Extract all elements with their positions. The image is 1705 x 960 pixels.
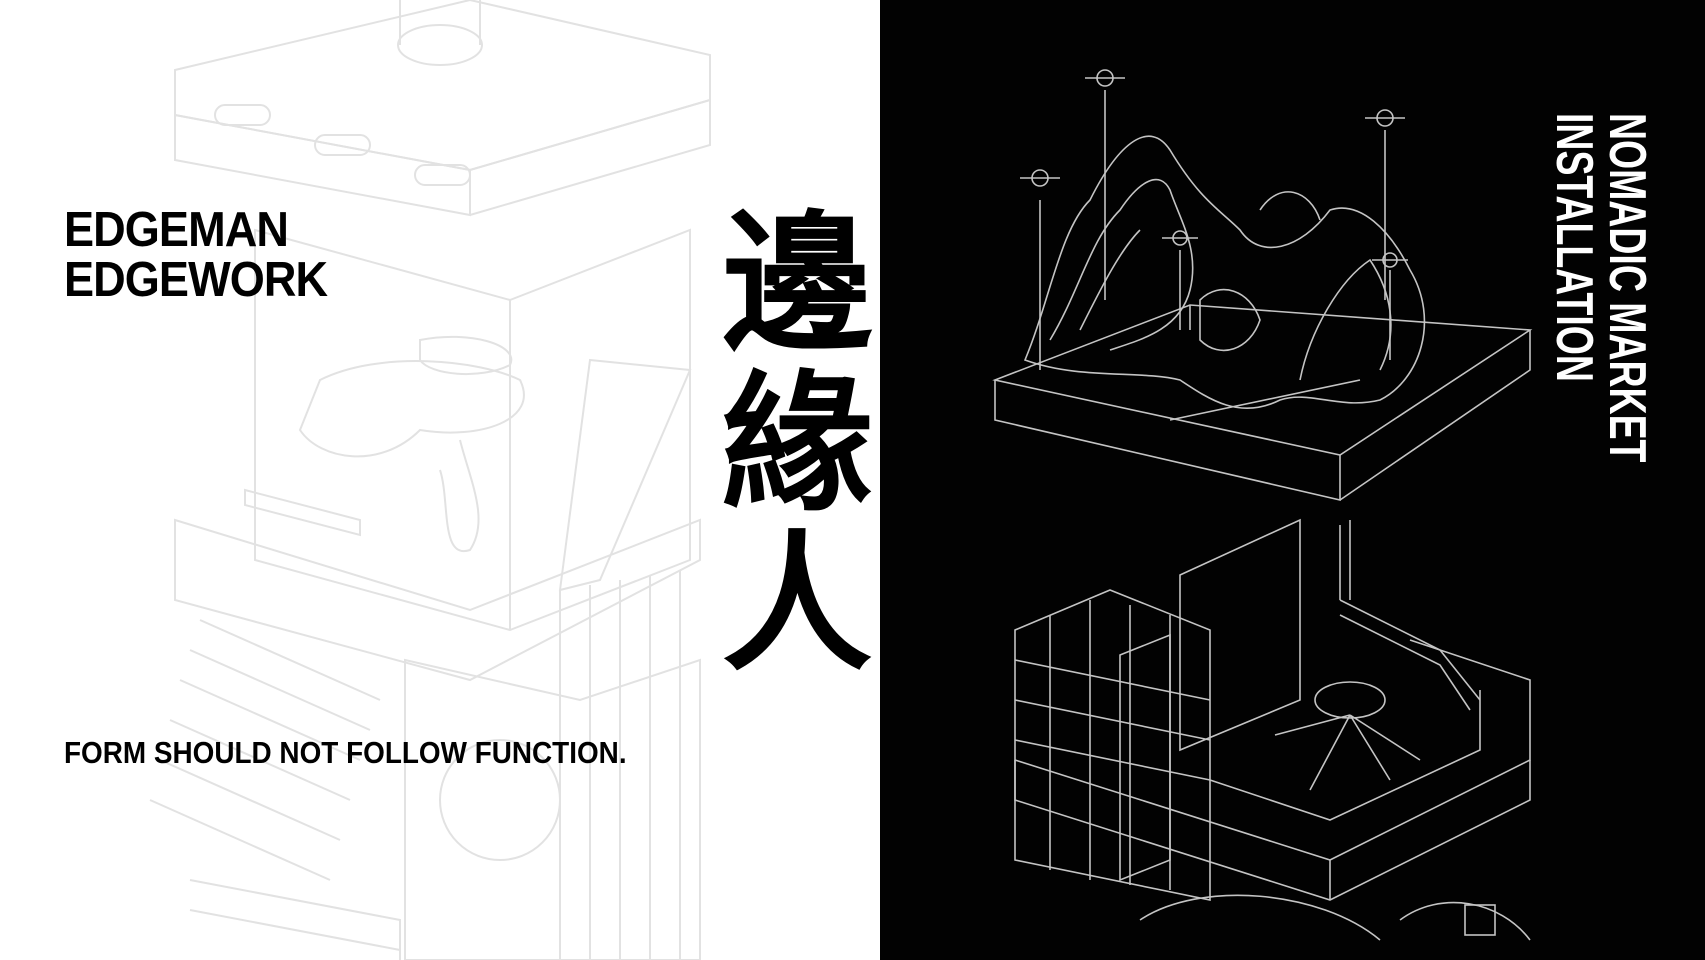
chinese-title: 邊緣人	[722, 198, 873, 692]
tagline: FORM SHOULD NOT FOLLOW FUNCTION.	[64, 735, 627, 770]
isometric-drawing-installation	[992, 69, 1533, 941]
vertical-title-line-2: INSTALLATION	[1545, 113, 1603, 382]
project-title: EDGEMAN EDGEWORK	[64, 203, 328, 307]
title-line-1: EDGEMAN	[64, 203, 289, 257]
vertical-title-line-1: NOMADIC MARKET	[1598, 113, 1656, 463]
dark-panel: NOMADIC MARKET INSTALLATION	[880, 0, 1705, 960]
title-line-2: EDGEWORK	[64, 253, 328, 307]
isometric-drawing-faint	[149, 0, 711, 960]
